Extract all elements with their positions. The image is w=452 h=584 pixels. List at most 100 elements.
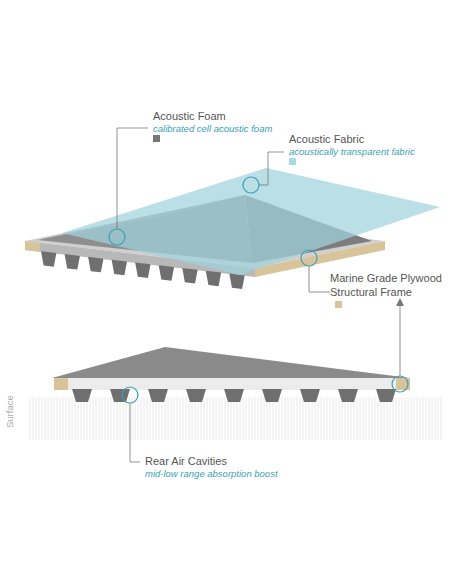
- hatch-line: [300, 397, 301, 440]
- hatch-line: [396, 397, 397, 440]
- cavity: [110, 389, 130, 402]
- hatch-line: [228, 397, 229, 440]
- hatch-line: [66, 397, 67, 440]
- fabric-sheet: [62, 168, 440, 275]
- hatch-line: [210, 397, 211, 440]
- hatch-line: [120, 397, 121, 440]
- hatch-line: [321, 397, 322, 440]
- hatch-line: [405, 397, 406, 440]
- hatch-line: [441, 397, 442, 440]
- hatch-line: [360, 397, 361, 440]
- hatch-line: [381, 397, 382, 440]
- hatch-line: [99, 397, 100, 440]
- cavity: [338, 389, 358, 402]
- hatch-line: [291, 397, 292, 440]
- hatch-line: [51, 397, 52, 440]
- hatch-line: [384, 397, 385, 440]
- hatch-line: [393, 397, 394, 440]
- hatch-line: [417, 397, 418, 440]
- callout-circle: [301, 250, 317, 266]
- hatch-line: [117, 397, 118, 440]
- hatch-line: [159, 397, 160, 440]
- hatch-line: [327, 397, 328, 440]
- hatch-line: [330, 397, 331, 440]
- hatch-line: [132, 397, 133, 440]
- hatch-line: [411, 397, 412, 440]
- hatch-line: [138, 397, 139, 440]
- leader-line: [309, 266, 330, 292]
- cavity: [262, 389, 282, 402]
- foam-swatch: [153, 135, 160, 142]
- hatch-line: [168, 397, 169, 440]
- hatch-line: [183, 397, 184, 440]
- hatch-line: [429, 397, 430, 440]
- surface-hatch: [30, 397, 441, 440]
- part-name: Rear Air Cavities: [145, 455, 227, 469]
- hatch-line: [93, 397, 94, 440]
- cavity: [186, 389, 206, 402]
- hatch-line: [150, 397, 151, 440]
- hatch-line: [279, 397, 280, 440]
- hatch-line: [180, 397, 181, 440]
- part-name: Acoustic Foam: [153, 110, 226, 124]
- hatch-line: [192, 397, 193, 440]
- hatch-line: [171, 397, 172, 440]
- hatch-line: [252, 397, 253, 440]
- cavity: [65, 254, 80, 270]
- hatch-line: [90, 397, 91, 440]
- hatch-line: [324, 397, 325, 440]
- hatch-line: [219, 397, 220, 440]
- hatch-line: [234, 397, 235, 440]
- cavity: [88, 257, 103, 273]
- hatch-line: [48, 397, 49, 440]
- hatch-line: [174, 397, 175, 440]
- cavity: [135, 262, 150, 278]
- hatch-line: [216, 397, 217, 440]
- hatch-line: [156, 397, 157, 440]
- hatch-line: [333, 397, 334, 440]
- hatch-line: [282, 397, 283, 440]
- callout-circle: [122, 387, 138, 403]
- hatch-line: [126, 397, 127, 440]
- arrow-head: [396, 298, 404, 306]
- hatch-line: [258, 397, 259, 440]
- hatch-line: [198, 397, 199, 440]
- part-note: acoustically transparent fabric: [289, 146, 415, 158]
- hatch-line: [369, 397, 370, 440]
- part-note: calibrated cell acoustic foam: [153, 123, 272, 135]
- hatch-line: [288, 397, 289, 440]
- part-name: Acoustic Fabric: [289, 133, 364, 147]
- part-name: Marine Grade Plywood Structural Frame: [330, 272, 448, 300]
- hatch-line: [33, 397, 34, 440]
- hatch-line: [435, 397, 436, 440]
- hatch-line: [366, 397, 367, 440]
- hatch-line: [342, 397, 343, 440]
- hatch-line: [426, 397, 427, 440]
- hatch-line: [357, 397, 358, 440]
- hatch-line: [276, 397, 277, 440]
- hatch-line: [57, 397, 58, 440]
- hatch-line: [243, 397, 244, 440]
- hatch-line: [108, 397, 109, 440]
- hatch-line: [165, 397, 166, 440]
- hatch-line: [318, 397, 319, 440]
- leader-line: [130, 403, 140, 462]
- hatch-line: [273, 397, 274, 440]
- hatch-line: [339, 397, 340, 440]
- hatch-line: [432, 397, 433, 440]
- surface-label: Surface: [4, 396, 16, 429]
- cavities-side: [72, 389, 396, 402]
- hatch-line: [309, 397, 310, 440]
- cavity: [229, 274, 244, 290]
- cavity: [224, 389, 244, 402]
- hatch-line: [177, 397, 178, 440]
- hatch-line: [225, 397, 226, 440]
- hatch-line: [123, 397, 124, 440]
- hatch-line: [399, 397, 400, 440]
- foam-profile: [52, 347, 410, 378]
- hatch-line: [141, 397, 142, 440]
- hatch-line: [372, 397, 373, 440]
- hatch-line: [207, 397, 208, 440]
- hatch-line: [312, 397, 313, 440]
- cavity: [300, 389, 320, 402]
